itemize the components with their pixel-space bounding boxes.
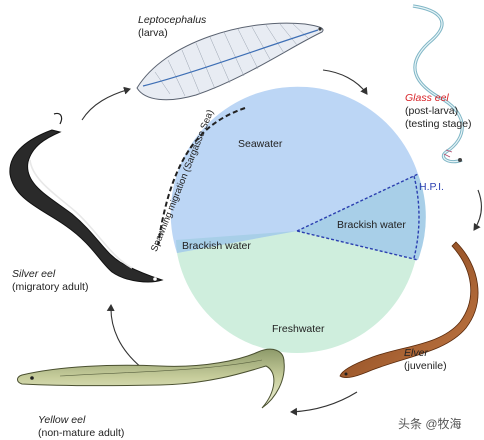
arrow-larva-to-glass <box>322 69 368 95</box>
silver-eel-desc: (migratory adult) <box>12 281 89 293</box>
glass-eel-label: Glass eel <box>405 92 449 104</box>
seawater-sector <box>170 86 418 253</box>
arrow-glass-to-elver <box>473 189 483 231</box>
brackish-left-sector <box>176 231 297 253</box>
glass-eel-desc-2: (testing stage) <box>405 118 472 130</box>
silver-eel-illustration <box>9 112 164 283</box>
brackish-right-label: Brackish water <box>337 219 406 231</box>
arrow-silver-to-larva <box>81 86 131 121</box>
yellow-eel-label: Yellow eel <box>38 414 86 426</box>
yellow-eel-illustration <box>17 348 285 409</box>
hpi-label: H.P.I. <box>419 181 444 193</box>
leptocephalus-desc: (larva) <box>138 27 168 39</box>
hpi-arc <box>413 175 420 259</box>
brackish-right-sector <box>297 174 426 260</box>
silver-eel-label: Silver eel <box>12 268 56 280</box>
watermark: 头条 @牧海 <box>398 417 462 431</box>
cycle-arrows <box>81 69 483 416</box>
freshwater-label: Freshwater <box>272 323 325 335</box>
spawning-migration-path <box>157 107 246 246</box>
elver-desc: (juvenile) <box>404 360 447 372</box>
arrow-elver-to-yellow <box>290 391 358 416</box>
arrow-yellow-to-silver <box>106 304 143 369</box>
brackish-left-label: Brackish water <box>182 240 251 252</box>
glass-eel-illustration <box>412 4 464 164</box>
seawater-label: Seawater <box>238 138 283 150</box>
leptocephalus-illustration <box>136 22 324 101</box>
hpi-boundary <box>296 173 419 261</box>
habitat-pie <box>170 86 426 353</box>
leptocephalus-label: Leptocephalus <box>138 14 207 26</box>
yellow-eel-desc: (non-mature adult) <box>38 427 125 439</box>
glass-eel-desc-1: (post-larva) <box>405 105 459 117</box>
elver-label: Elver <box>404 347 428 359</box>
elver-illustration <box>339 241 479 378</box>
